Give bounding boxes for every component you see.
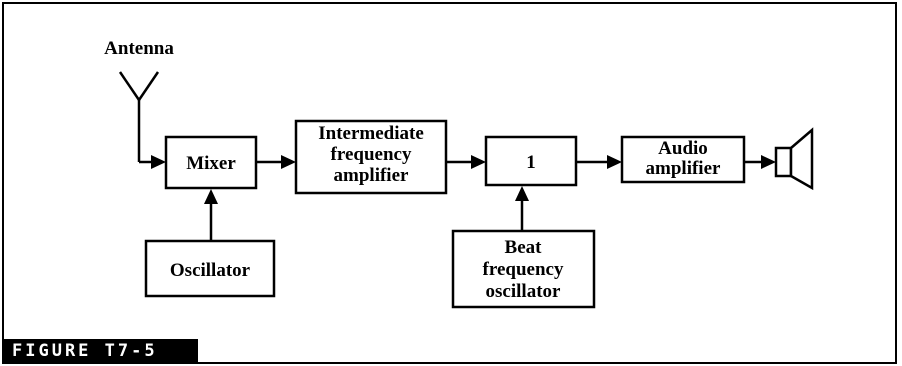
oscillator-label: Oscillator [170,260,251,281]
audio-amplifier-label-line-1: Audio [658,138,708,159]
detector-block [484,135,578,187]
bfo-label-line-3: oscillator [486,281,561,302]
oscillator-to-mixer-arrow [204,189,218,241]
if-amplifier-label-line-2: frequency [331,144,412,165]
if-amplifier-label-line-3: amplifier [334,165,409,186]
audio-amplifier-block [620,135,746,184]
if-to-detector-arrow [446,155,486,169]
bfo-to-detector-arrow [515,186,529,231]
mixer-to-if-arrow [256,155,296,169]
antenna-label: Antenna [104,38,174,59]
detector-label: 1 [526,152,536,173]
if-amplifier-label-line-1: Intermediate [318,123,424,144]
figure-caption: FIGURE T7-5 [2,339,198,364]
if-amplifier-block [294,119,448,195]
oscillator-block [144,239,276,298]
mixer-label: Mixer [186,153,236,174]
detector-to-audio-arrow [576,155,622,169]
bfo-label-line-1: Beat [505,237,543,258]
audio-amplifier-label-line-2: amplifier [646,158,721,179]
speaker-icon [774,127,814,191]
antenna-icon [118,71,166,169]
bfo-label-line-2: frequency [483,259,564,280]
audio-to-speaker-arrow [744,155,776,169]
bfo-block [451,229,596,309]
